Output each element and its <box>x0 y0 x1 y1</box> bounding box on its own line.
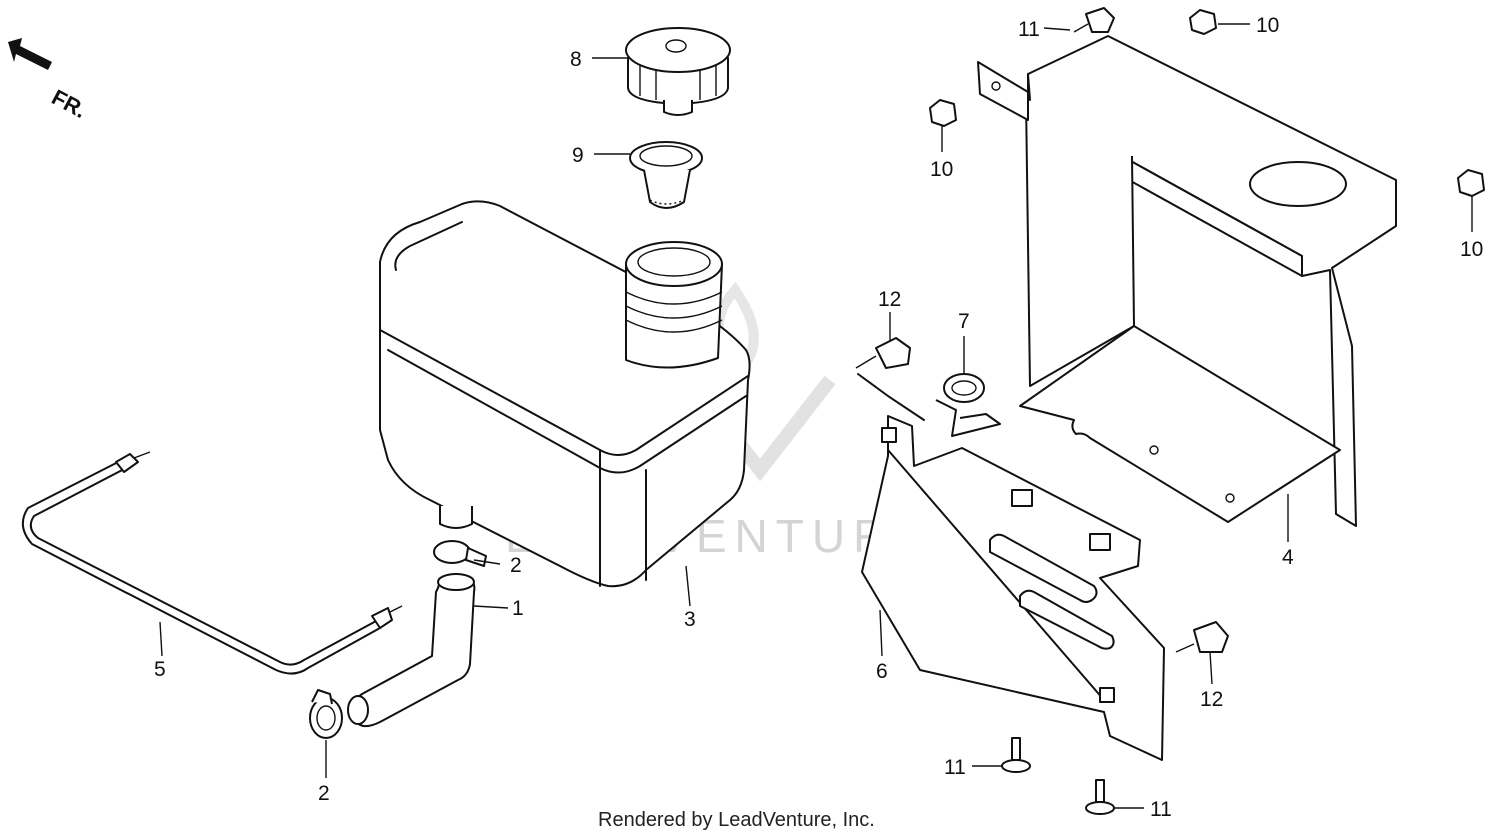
hose-clamp-upper <box>433 540 487 567</box>
nut-10-top <box>1189 9 1217 35</box>
callout-labels: 8 9 2 1 3 4 5 6 7 11 10 10 10 12 12 11 1… <box>154 14 1483 821</box>
nut-10-right <box>1457 169 1485 197</box>
fuel-tank <box>379 200 751 588</box>
callout-12-right: 12 <box>1200 688 1223 711</box>
front-direction-marker: FR. <box>8 38 91 123</box>
tank-bracket <box>857 373 1165 761</box>
callout-11-mid: 11 <box>944 756 966 779</box>
footer-credit: Rendered by LeadVenture, Inc. <box>598 809 875 831</box>
callout-9: 9 <box>572 144 584 167</box>
front-label: FR. <box>48 84 91 123</box>
fuel-tube <box>21 451 403 675</box>
front-arrow-icon <box>8 38 52 70</box>
callout-10-top: 10 <box>1256 14 1279 37</box>
bolt-12-right <box>1175 621 1229 653</box>
bolt-11-bottom <box>1085 779 1115 815</box>
callout-11-bottom: 11 <box>1150 798 1172 821</box>
callout-3: 3 <box>684 608 696 631</box>
fuel-cap <box>625 27 731 116</box>
hose-clip <box>935 373 1001 437</box>
callout-10-left: 10 <box>930 158 953 181</box>
fuel-strainer <box>629 141 703 209</box>
bolt-12-left <box>855 337 911 369</box>
callout-2-lower: 2 <box>318 782 330 805</box>
nut-10-left <box>929 99 957 127</box>
callout-8: 8 <box>570 48 582 71</box>
callout-1: 1 <box>512 597 524 620</box>
callout-7: 7 <box>958 310 970 333</box>
bolt-11-top <box>1073 7 1115 33</box>
callout-5: 5 <box>154 658 166 681</box>
tank-cover <box>977 35 1397 527</box>
callout-4: 4 <box>1282 546 1294 569</box>
bolt-11-mid <box>1001 737 1031 773</box>
callout-11-top: 11 <box>1018 18 1040 41</box>
hose-clamp-lower <box>309 689 343 739</box>
callout-6: 6 <box>876 660 888 683</box>
callout-2-upper: 2 <box>510 554 522 577</box>
callout-12-left: 12 <box>878 288 901 311</box>
callout-10-right: 10 <box>1460 238 1483 261</box>
leader-lines <box>159 23 1473 809</box>
fuel-hose <box>347 573 476 728</box>
